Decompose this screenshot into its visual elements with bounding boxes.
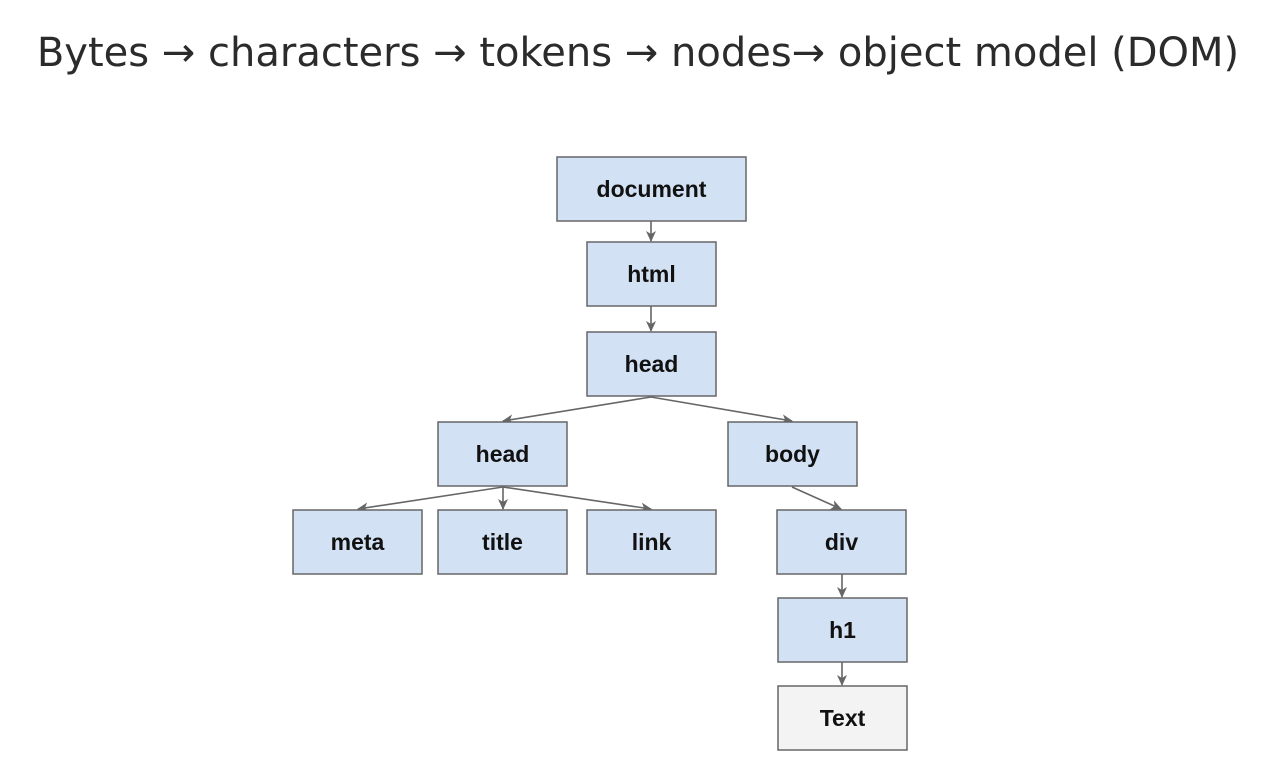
node-label: title <box>482 529 523 555</box>
node-box <box>727 421 858 487</box>
node-box <box>292 509 423 575</box>
node-meta: meta <box>292 509 423 575</box>
node-box <box>586 509 717 575</box>
node-h1: h1 <box>777 597 908 663</box>
node-label: document <box>597 176 707 202</box>
node-text: Text <box>777 685 908 751</box>
edge-head-to-meta <box>357 486 504 513</box>
node-document: document <box>556 156 747 222</box>
node-div: div <box>776 509 907 575</box>
node-label: h1 <box>829 617 856 643</box>
node-label: head <box>625 351 679 377</box>
node-link: link <box>586 509 717 575</box>
node-label: link <box>632 529 672 555</box>
edge-body-to-div <box>791 486 842 510</box>
node-box <box>586 331 717 397</box>
edges-layer <box>357 221 847 686</box>
node-head: head <box>437 421 568 487</box>
node-box <box>777 597 908 663</box>
page-title: Bytes → characters → tokens → nodes→ obj… <box>36 30 1240 76</box>
edge-head_top-to-head <box>502 396 652 425</box>
edge-head-to-link <box>502 486 652 513</box>
node-box <box>437 421 568 487</box>
nodes-layer: document html head head body meta title link div… <box>292 156 908 751</box>
node-box <box>776 509 907 575</box>
edge-head_top-to-body <box>650 396 793 425</box>
node-html: html <box>586 241 717 307</box>
node-title: title <box>437 509 568 575</box>
node-box <box>556 156 747 222</box>
node-label: body <box>765 441 820 467</box>
node-head_top: head <box>586 331 717 397</box>
node-box <box>777 685 908 751</box>
node-label: Text <box>820 705 866 731</box>
node-body: body <box>727 421 858 487</box>
node-box <box>586 241 717 307</box>
node-label: html <box>627 261 676 287</box>
node-label: div <box>825 529 858 555</box>
node-box <box>437 509 568 575</box>
node-label: head <box>476 441 530 467</box>
node-label: meta <box>331 529 385 555</box>
